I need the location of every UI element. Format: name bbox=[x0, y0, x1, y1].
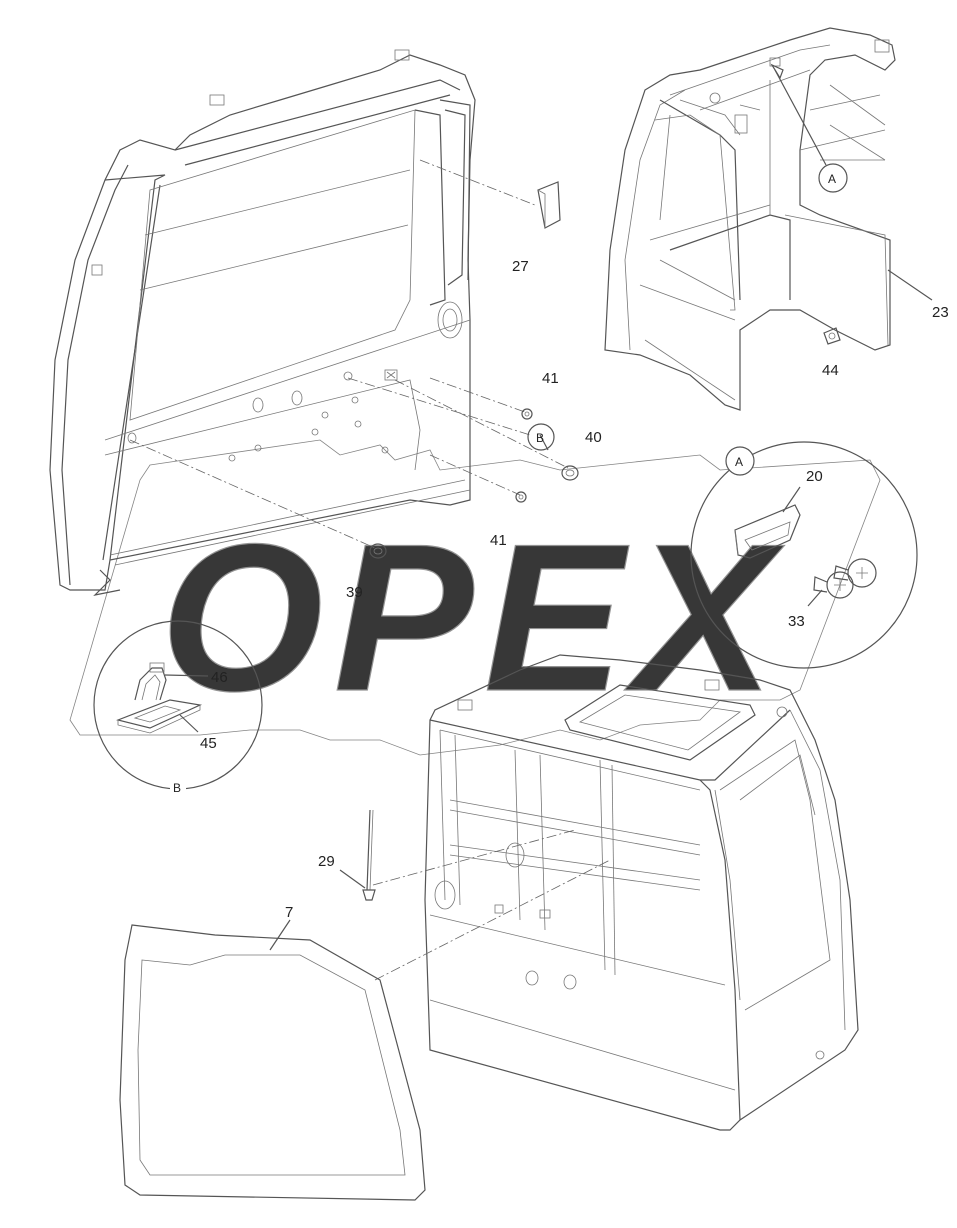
callout-23: 23 bbox=[932, 304, 949, 321]
callout-41a: 41 bbox=[542, 370, 559, 387]
rear-panel-assembly bbox=[49, 49, 476, 596]
callout-44: 44 bbox=[822, 362, 839, 379]
watermark-text: OPEX bbox=[160, 500, 785, 735]
watermark: OPEX bbox=[69, 439, 881, 756]
leader-b bbox=[347, 377, 531, 436]
leader-29-callout bbox=[339, 869, 366, 889]
callout-33: 33 bbox=[788, 613, 805, 630]
leader-7 bbox=[374, 859, 611, 981]
leader-29 bbox=[372, 829, 576, 886]
callout-41b: 41 bbox=[490, 532, 507, 549]
callout-7: 7 bbox=[285, 904, 293, 921]
callout-20: 20 bbox=[806, 468, 823, 485]
part-27-pad bbox=[537, 181, 561, 229]
callout-45: 45 bbox=[200, 735, 217, 752]
callout-27: 27 bbox=[512, 258, 529, 275]
part-33-screw-b bbox=[813, 571, 854, 599]
leader-41a bbox=[429, 377, 526, 413]
detail-b bbox=[93, 620, 263, 795]
part-46-strap-clip bbox=[134, 662, 167, 701]
leader-23 bbox=[887, 269, 933, 301]
part-20-retainer bbox=[734, 504, 801, 559]
part-41-nut-a bbox=[521, 408, 533, 420]
cab-frame-assembly bbox=[604, 27, 896, 411]
part-40-grommet bbox=[561, 465, 579, 481]
detail-ref-b: B bbox=[536, 431, 544, 445]
part-41-nut-b bbox=[515, 491, 527, 503]
part-33-screw-a bbox=[833, 558, 877, 588]
callout-40: 40 bbox=[585, 429, 602, 446]
detail-a-label: A bbox=[735, 455, 743, 469]
callout-39: 39 bbox=[346, 584, 363, 601]
detail-b-label: B bbox=[173, 781, 181, 795]
leader-40 bbox=[394, 379, 569, 469]
leader-41b bbox=[429, 454, 521, 496]
detail-a bbox=[690, 441, 918, 669]
callout-46: 46 bbox=[211, 669, 228, 686]
part-39-grommet bbox=[369, 543, 387, 559]
part-44-clip bbox=[823, 327, 841, 345]
part-29-strap bbox=[362, 809, 376, 901]
part-7-glass bbox=[119, 924, 426, 1201]
callout-29: 29 bbox=[318, 853, 335, 870]
detail-ref-a: A bbox=[828, 172, 836, 186]
part-45-base bbox=[116, 699, 203, 734]
leader-a-top bbox=[774, 69, 827, 166]
leader-27 bbox=[419, 159, 536, 206]
leader-39 bbox=[129, 439, 376, 549]
leader-7-callout bbox=[269, 919, 291, 951]
